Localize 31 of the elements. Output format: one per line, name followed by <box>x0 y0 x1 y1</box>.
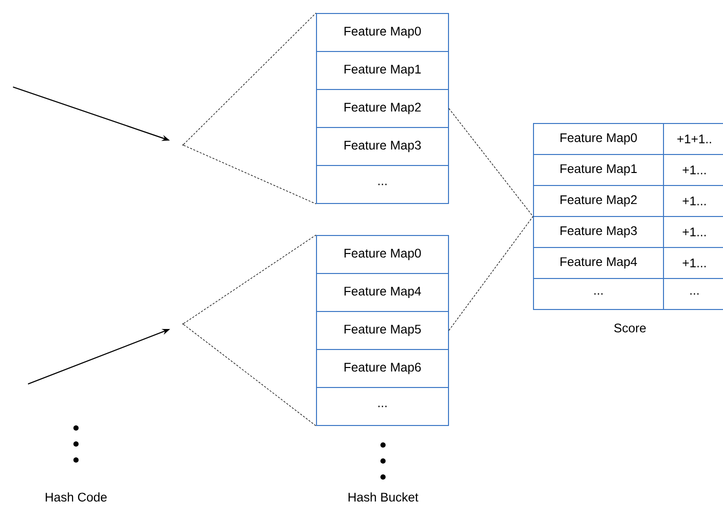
table-cell: Feature Map3 <box>316 127 449 166</box>
table-cell: Feature Map5 <box>316 311 449 350</box>
zoom-line <box>183 324 316 426</box>
table-cell: +1... <box>663 247 723 279</box>
table-cell: Feature Map0 <box>316 13 449 52</box>
table-cell: Feature Map1 <box>533 154 664 186</box>
table-cell: +1+1.. <box>663 123 723 155</box>
zoom-line <box>183 12 316 145</box>
table-cell: Feature Map0 <box>316 235 449 274</box>
table-cell: Feature Map3 <box>533 216 664 248</box>
table-cell: Feature Map2 <box>533 185 664 217</box>
table-cell: Feature Map4 <box>316 273 449 312</box>
table-cell: ... <box>533 278 664 310</box>
zoom-line <box>448 108 534 217</box>
caption: Hash Code <box>46 492 107 502</box>
table-cell: Feature Map6 <box>316 349 449 388</box>
table-cell: ... <box>316 387 449 426</box>
table-cell: Feature Map0 <box>533 123 664 155</box>
table-cell: +1... <box>663 216 723 248</box>
table-cell: ... <box>316 165 449 204</box>
table-cell: Feature Map1 <box>316 51 449 90</box>
zoom-line <box>448 216 534 331</box>
zoom-line <box>183 145 316 204</box>
table-cell: +1... <box>663 154 723 186</box>
node-label: Score <box>614 324 646 332</box>
table-cell: +1... <box>663 185 723 217</box>
table-cell: Feature Map2 <box>316 89 449 128</box>
table-cell: Feature Map4 <box>533 247 664 279</box>
table-cell: ... <box>663 278 723 310</box>
zoom-line <box>183 234 316 324</box>
caption: Hash Bucket <box>348 492 418 502</box>
